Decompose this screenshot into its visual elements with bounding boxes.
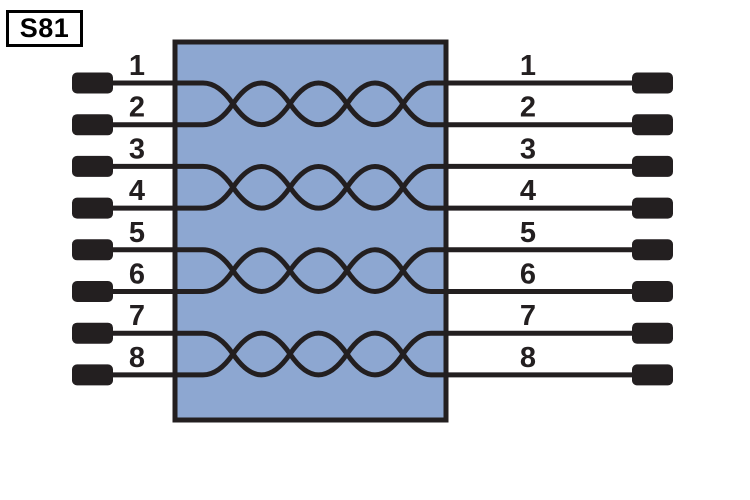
- wire-4: [89, 163, 656, 211]
- diagram-code-label: S81: [6, 10, 83, 47]
- left-terminal-4: [72, 197, 113, 219]
- right-terminal-6: [632, 281, 673, 302]
- right-pin-label-6: 6: [520, 259, 536, 291]
- left-pin-label-7: 7: [129, 300, 145, 332]
- right-terminal-7: [632, 322, 673, 344]
- right-pin-label-4: 4: [520, 175, 536, 207]
- right-terminal-3: [632, 155, 673, 177]
- right-pin-label-2: 2: [520, 92, 536, 124]
- right-pin-label-8: 8: [520, 342, 536, 374]
- left-pin-label-2: 2: [129, 92, 145, 124]
- wire-6: [89, 247, 656, 294]
- right-terminal-8: [632, 364, 673, 386]
- left-pin-label-5: 5: [129, 217, 145, 249]
- right-terminal-5: [632, 239, 673, 261]
- left-terminal-5: [72, 239, 113, 261]
- left-terminal-8: [72, 364, 113, 386]
- right-pin-label-1: 1: [520, 50, 536, 82]
- right-pin-label-7: 7: [520, 300, 536, 332]
- right-pin-label-5: 5: [520, 217, 536, 249]
- left-terminal-7: [72, 322, 113, 344]
- right-terminal-2: [632, 114, 673, 136]
- left-terminal-1: [72, 72, 113, 94]
- left-pin-label-3: 3: [129, 133, 145, 165]
- right-pin-label-3: 3: [520, 133, 536, 165]
- left-terminal-6: [72, 281, 113, 302]
- left-pin-label-8: 8: [129, 342, 145, 374]
- right-terminal-4: [632, 197, 673, 219]
- left-terminal-2: [72, 114, 113, 136]
- left-terminal-3: [72, 155, 113, 177]
- left-pin-label-4: 4: [129, 175, 145, 207]
- wire-2: [89, 80, 656, 128]
- left-pin-label-6: 6: [129, 259, 145, 291]
- wire-8: [89, 330, 656, 378]
- right-terminal-1: [632, 72, 673, 94]
- left-pin-label-1: 1: [129, 50, 145, 82]
